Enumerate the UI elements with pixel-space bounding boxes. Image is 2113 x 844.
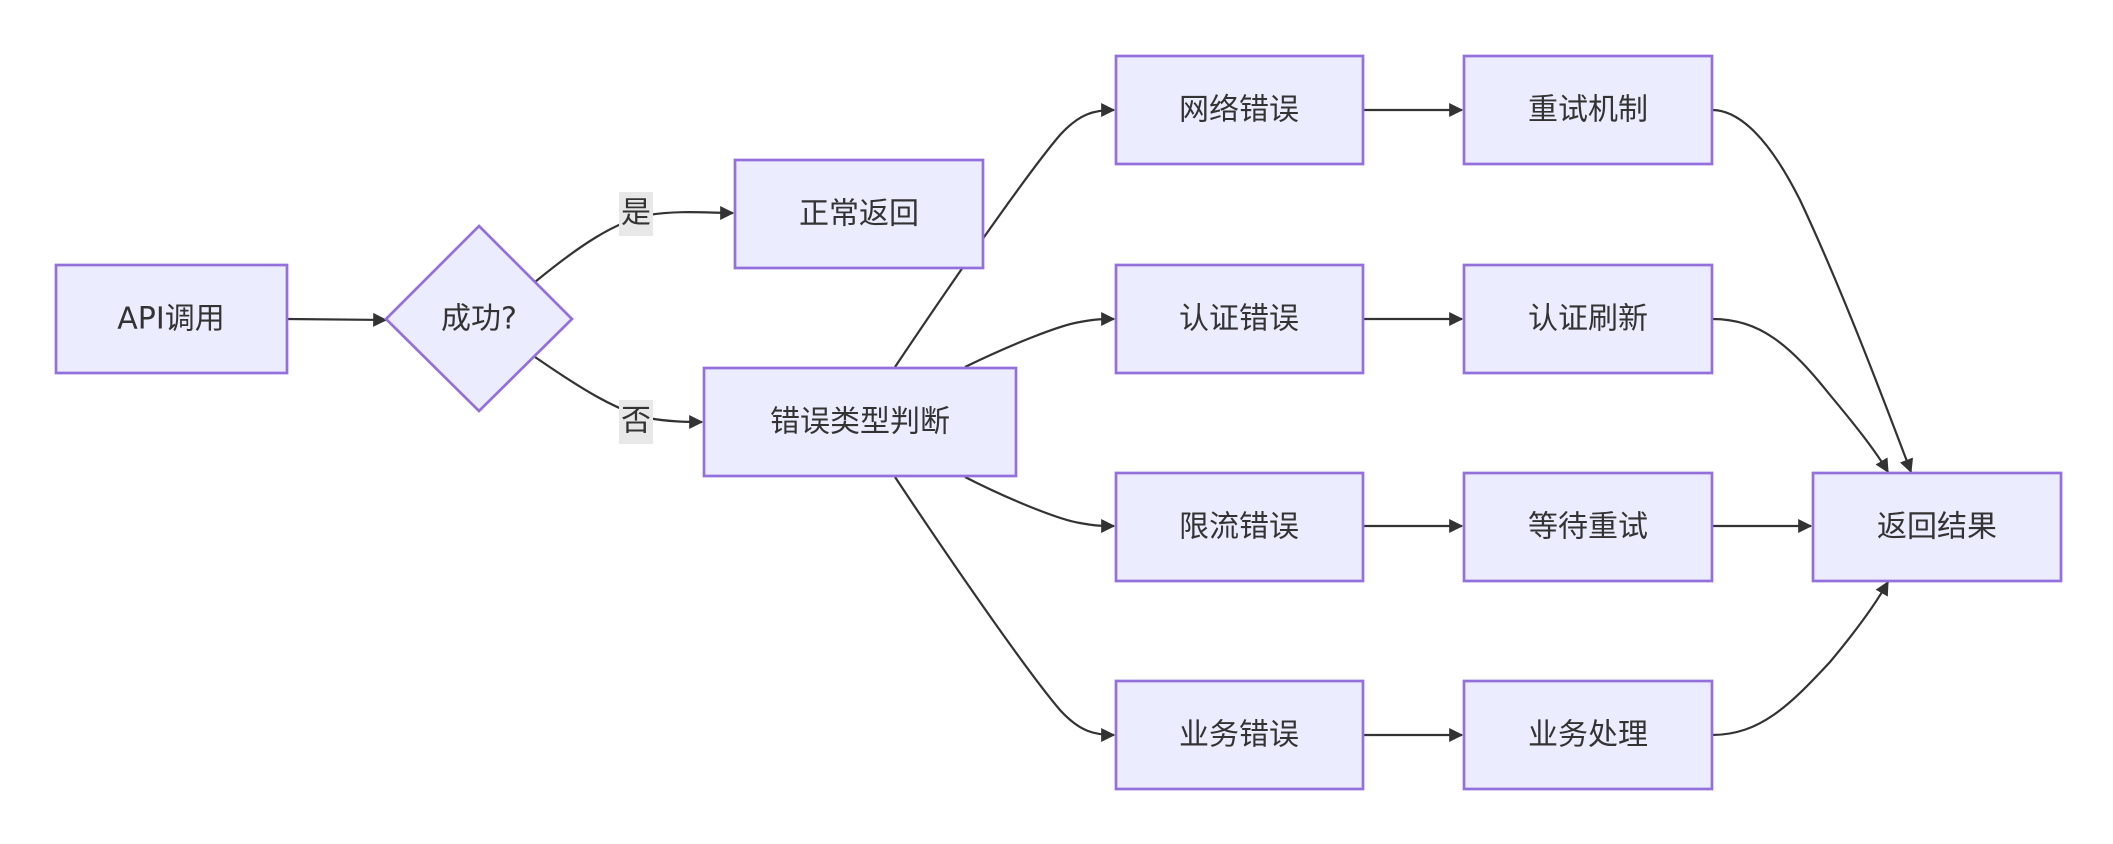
edge-auth-refresh-to-return-result bbox=[1711, 317, 1889, 474]
node-wait-retry-label: 等待重试 bbox=[1528, 510, 1648, 545]
edge-error-type-to-rate-limit bbox=[964, 476, 1116, 533]
node-auth-error[interactable]: 认证错误 bbox=[1114, 263, 1365, 375]
node-rate-limit-error-label: 限流错误 bbox=[1179, 510, 1299, 545]
node-rate-limit-error[interactable]: 限流错误 bbox=[1114, 471, 1365, 583]
edge-success-to-error-type bbox=[534, 356, 704, 429]
node-return-result-label: 返回结果 bbox=[1877, 510, 1997, 545]
edge-error-type-to-auth bbox=[964, 312, 1116, 368]
edge-label-no: 否 bbox=[619, 400, 653, 444]
edge-business-handling-to-return-result bbox=[1711, 580, 1889, 737]
node-success-check[interactable]: 成功? bbox=[384, 224, 574, 413]
node-error-type-label: 错误类型判断 bbox=[770, 405, 950, 440]
edge-label-yes: 是 bbox=[619, 192, 653, 236]
node-auth-error-label: 认证错误 bbox=[1179, 302, 1299, 337]
node-retry-mechanism[interactable]: 重试机制 bbox=[1462, 54, 1714, 166]
node-network-error[interactable]: 网络错误 bbox=[1114, 54, 1365, 166]
node-business-error[interactable]: 业务错误 bbox=[1114, 679, 1365, 791]
node-business-handling-label: 业务处理 bbox=[1528, 718, 1648, 753]
node-error-type[interactable]: 错误类型判断 bbox=[702, 366, 1018, 478]
node-api-call[interactable]: API调用 bbox=[54, 263, 289, 375]
node-business-error-label: 业务错误 bbox=[1179, 718, 1299, 753]
node-wait-retry[interactable]: 等待重试 bbox=[1462, 471, 1714, 583]
node-auth-refresh-label: 认证刷新 bbox=[1528, 302, 1648, 337]
edge-api-to-success bbox=[286, 312, 388, 327]
node-normal-return[interactable]: 正常返回 bbox=[733, 158, 985, 270]
node-api-call-label: API调用 bbox=[117, 302, 224, 337]
node-business-handling[interactable]: 业务处理 bbox=[1462, 679, 1714, 791]
edge-retry-to-return-result bbox=[1711, 108, 1914, 474]
node-auth-refresh[interactable]: 认证刷新 bbox=[1462, 263, 1714, 375]
edge-error-type-to-network bbox=[894, 103, 1116, 368]
edge-label-yes-text: 是 bbox=[621, 196, 651, 231]
node-retry-mechanism-label: 重试机制 bbox=[1528, 93, 1648, 128]
node-network-error-label: 网络错误 bbox=[1179, 93, 1299, 128]
node-success-check-label: 成功? bbox=[441, 302, 517, 337]
edges bbox=[286, 103, 1914, 742]
edge-label-no-text: 否 bbox=[621, 404, 651, 439]
edge-error-type-to-business bbox=[894, 476, 1116, 742]
node-return-result[interactable]: 返回结果 bbox=[1811, 471, 2063, 583]
node-normal-return-label: 正常返回 bbox=[799, 197, 919, 232]
